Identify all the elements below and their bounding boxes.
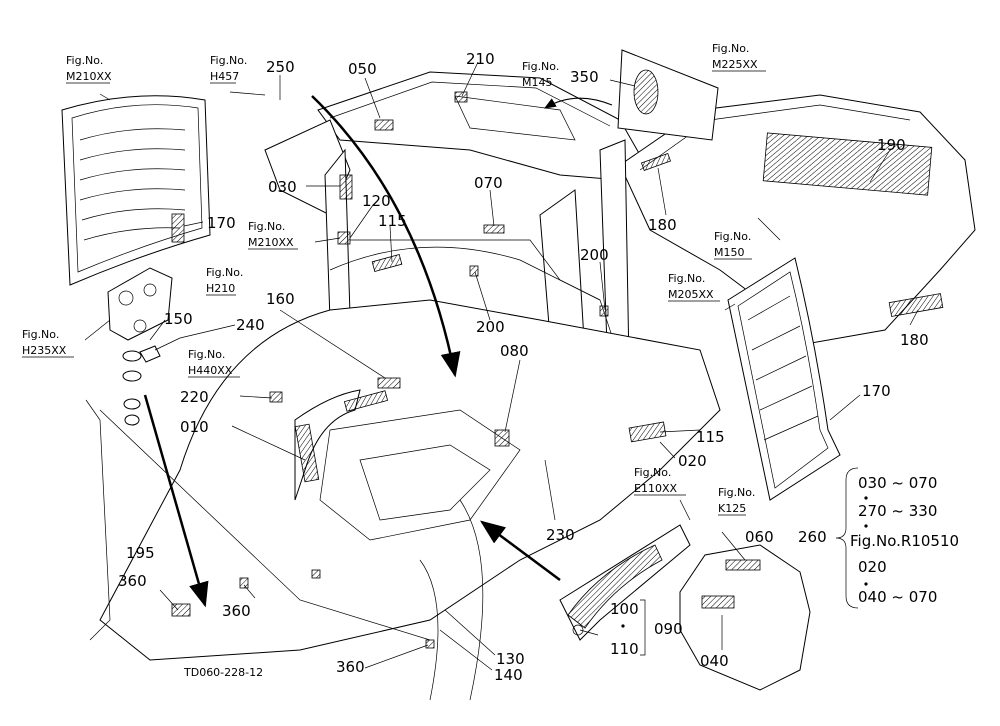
callout-195: 195 (126, 544, 155, 562)
callout-200-mid: 200 (476, 318, 505, 336)
callout-060: 060 (745, 528, 774, 546)
legend-line-1: 030 ~ 070 (858, 474, 937, 492)
callout-115-right: 115 (696, 428, 725, 446)
svg-text:H457: H457 (210, 70, 239, 83)
legend-label-260: 260 (798, 528, 827, 546)
fig-ref-h235[interactable]: Fig.No. H235XX (22, 328, 74, 358)
callout-210: 210 (466, 50, 495, 68)
svg-text:Fig.No.: Fig.No. (668, 272, 705, 285)
rear-glass-panel (61, 95, 211, 286)
legend-line-3: Fig.No.R10510 (850, 532, 959, 550)
svg-text:M150: M150 (714, 246, 745, 259)
side-glass-panel (727, 257, 841, 501)
callout-240: 240 (236, 316, 265, 334)
fig-ref-m210-mid[interactable]: Fig.No. M210XX (248, 220, 298, 250)
leader-lines (84, 61, 919, 671)
callout-130: 130 (496, 650, 525, 668)
svg-text:H235XX: H235XX (22, 344, 67, 357)
svg-text:Fig.No.: Fig.No. (206, 266, 243, 279)
svg-text:Fig.No.: Fig.No. (188, 348, 225, 361)
fig-ref-m225[interactable]: Fig.No. M225XX (712, 42, 766, 72)
svg-text:M225XX: M225XX (712, 58, 758, 71)
callout-360-bottom: 360 (336, 658, 365, 676)
cabin-floor (85, 299, 721, 701)
callout-090: 090 (654, 620, 683, 638)
svg-text:Fig.No.: Fig.No. (66, 54, 103, 67)
callout-050: 050 (348, 60, 377, 78)
svg-text:Fig.No.: Fig.No. (634, 466, 671, 479)
legend-line-4: 020 (858, 558, 887, 576)
svg-text:M210XX: M210XX (66, 70, 112, 83)
svg-text:M205XX: M205XX (668, 288, 714, 301)
callout-080: 080 (500, 342, 529, 360)
svg-text:M210XX: M210XX (248, 236, 294, 249)
group-090-bracket (621, 624, 625, 628)
svg-text:Fig.No.: Fig.No. (718, 486, 755, 499)
callout-180-top: 180 (648, 216, 677, 234)
legend-line-5: 040 ~ 070 (858, 588, 937, 606)
callout-030: 030 (268, 178, 297, 196)
svg-text:H440XX: H440XX (188, 364, 233, 377)
legend-line-2: 270 ~ 330 (858, 502, 937, 520)
callout-360-left: 360 (118, 572, 147, 590)
fig-ref-m210-top[interactable]: Fig.No. M210XX (66, 54, 112, 84)
fig-ref-m205[interactable]: Fig.No. M205XX (668, 272, 720, 302)
callout-020: 020 (678, 452, 707, 470)
callout-170-right: 170 (862, 382, 891, 400)
callout-numbers: 250 050 210 350 190 030 120 115 070 180 … (118, 50, 929, 684)
svg-text:Fig.No.: Fig.No. (248, 220, 285, 233)
fender-cover (679, 544, 811, 691)
assembly-arrows (143, 95, 613, 608)
fig-ref-h440[interactable]: Fig.No. H440XX (188, 348, 240, 378)
callout-200-right: 200 (580, 246, 609, 264)
callout-360-mid: 360 (222, 602, 251, 620)
fig-ref-m150[interactable]: Fig.No. M150 (714, 230, 752, 260)
drawing-code: TD060-228-12 (183, 666, 263, 679)
fig-ref-h210[interactable]: Fig.No. H210 (206, 266, 243, 296)
callout-010: 010 (180, 418, 209, 436)
svg-text:Fig.No.: Fig.No. (210, 54, 247, 67)
callout-110: 110 (610, 640, 639, 658)
rear-hood (617, 49, 976, 346)
fig-ref-m145[interactable]: Fig.No. M145 (522, 60, 559, 89)
fig-ref-k125[interactable]: Fig.No. K125 (718, 486, 755, 516)
svg-text:Fig.No.: Fig.No. (714, 230, 751, 243)
svg-text:Fig.No.: Fig.No. (22, 328, 59, 341)
callout-350: 350 (570, 68, 599, 86)
callout-250: 250 (266, 58, 295, 76)
callout-180-bottom: 180 (900, 331, 929, 349)
svg-text:Fig.No.: Fig.No. (712, 42, 749, 55)
svg-text:M145: M145 (522, 76, 553, 89)
legend-260: 260 030 ~ 070 270 ~ 330 Fig.No.R10510 02… (798, 467, 959, 609)
callout-070: 070 (474, 174, 503, 192)
callout-170-top: 170 (207, 214, 236, 232)
svg-text:H210: H210 (206, 282, 235, 295)
callout-040: 040 (700, 652, 729, 670)
valve-block (107, 267, 173, 426)
callout-120: 120 (362, 192, 391, 210)
cabin-roof (264, 71, 641, 216)
fig-ref-e110[interactable]: Fig.No. E110XX (634, 466, 686, 496)
svg-text:K125: K125 (718, 502, 746, 515)
step-assembly (559, 524, 691, 641)
callout-100: 100 (610, 600, 639, 618)
callout-220: 220 (180, 388, 209, 406)
callout-230: 230 (546, 526, 575, 544)
figure-references: Fig.No. M210XX Fig.No. H457 Fig.No. M145… (22, 42, 766, 516)
callout-115-top: 115 (378, 212, 407, 230)
callout-150: 150 (164, 310, 193, 328)
callout-190: 190 (877, 136, 906, 154)
svg-text:Fig.No.: Fig.No. (522, 60, 559, 73)
callout-140: 140 (494, 666, 523, 684)
svg-text:E110XX: E110XX (634, 482, 677, 495)
callout-160: 160 (266, 290, 295, 308)
fig-ref-h457[interactable]: Fig.No. H457 (210, 54, 247, 84)
